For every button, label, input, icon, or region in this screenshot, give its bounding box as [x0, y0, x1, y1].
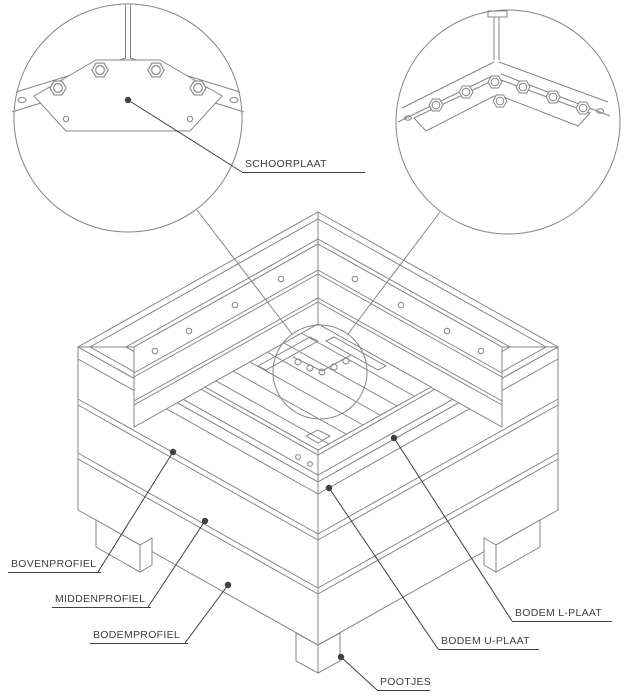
- corner-bracket-plate: [404, 75, 604, 132]
- feet: [95, 519, 541, 674]
- label-bodem-u-plaat: BODEM U-PLAAT: [438, 636, 539, 650]
- detail-circle-left: [11, 3, 245, 233]
- bodem-l-plaat-left: [256, 336, 320, 371]
- bottom-panel: [203, 323, 433, 451]
- detail-circle-right: [395, 9, 621, 235]
- schoorplaat-plate: [33, 59, 223, 132]
- label-pootjes: POOTJES: [377, 677, 431, 691]
- leader-lines: [97, 96, 513, 691]
- callout-circle: [272, 324, 368, 420]
- label-bodemprofiel: BODEMPROFIEL: [90, 630, 188, 644]
- inner-wall-right: [317, 243, 503, 428]
- label-schoorplaat: SCHOORPLAAT: [242, 159, 365, 173]
- bodem-u-plaat-shape: [304, 429, 332, 444]
- planter-drawing: [76, 211, 560, 674]
- label-bodem-l-plaat: BODEM L-PLAAT: [512, 608, 612, 622]
- detail-connectors: [196, 209, 441, 335]
- bodem-l-plaat-right: [324, 336, 388, 371]
- label-bovenprofiel: BOVENPROFIEL: [8, 559, 101, 573]
- label-middenprofiel: MIDDENPROFIEL: [52, 594, 151, 608]
